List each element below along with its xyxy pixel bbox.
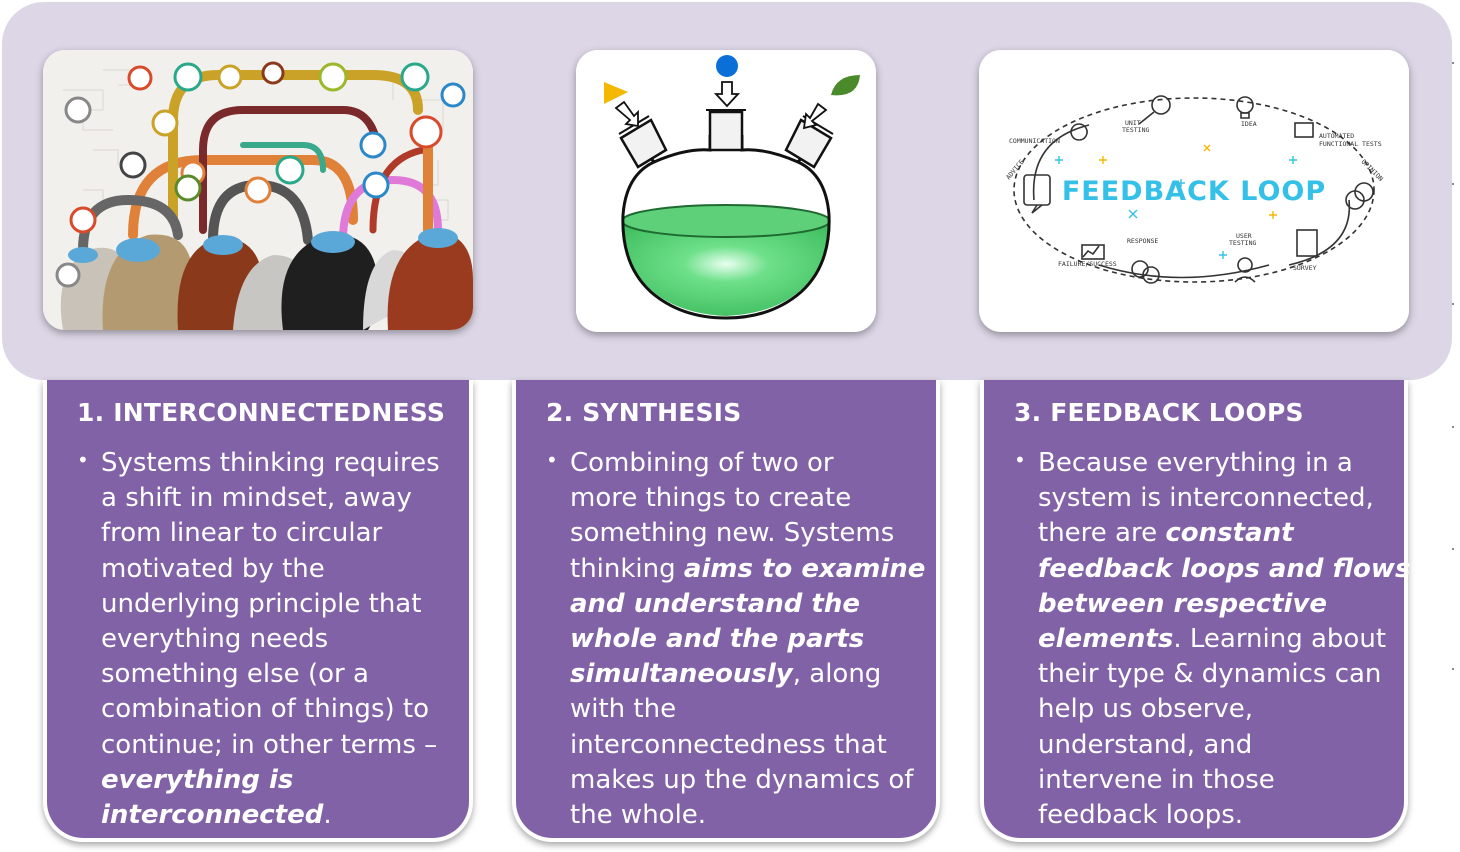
bullet-icon: • [77,448,89,472]
label-failure: FAILURE/SUCCESS [1058,260,1117,268]
body-line: understand, and [1038,729,1253,760]
card-title: 1. INTERCONNECTEDNESS [77,398,446,427]
body-line: Systems thinking requires [101,448,440,478]
three-neck-flask-icon [576,50,876,332]
emphasis-line: everything is [101,764,294,795]
emphasis-text: elements [1038,624,1174,655]
label-user-2: TESTING [1229,239,1256,247]
bullet-icon: • [1014,448,1026,472]
body-line: with the [570,694,677,725]
card-feedback-loops: 3. FEEDBACK LOOPS • Because everything i… [980,380,1410,842]
feedback-loop-image: FEEDBACK LOOP COMMUNICATION UNIT TESTING… [979,50,1409,332]
body-line: underlying principle that [101,588,422,619]
label-unit-2: TESTING [1122,126,1149,134]
label-automated-1: AUTOMATED [1319,132,1354,140]
body-text: . Learning about [1173,624,1387,655]
card-interconnectedness: 1. INTERCONNECTEDNESS • Systems thinking… [43,380,473,842]
card-title: 3. FEEDBACK LOOPS [1014,398,1304,427]
label-communication: COMMUNICATION [1009,137,1060,145]
feedback-loop-title: FEEDBACK LOOP [1062,176,1326,207]
synthesis-image [576,50,876,332]
body-text: . [323,800,332,831]
body-text: , along [792,659,882,690]
card-title: 2. SYNTHESIS [546,398,742,427]
label-unit-1: UNIT [1125,119,1141,127]
body-line: help us observe, [1038,694,1254,725]
label-user-1: USER [1236,232,1252,240]
label-automated-2: FUNCTIONAL TESTS [1319,140,1382,148]
body-line: motivated by the [101,553,325,584]
body-line: feedback loops. [1038,800,1244,831]
label-idea: IDEA [1241,120,1257,128]
card-body: Systems thinking requires a shift in min… [101,446,440,833]
emphasis-line: feedback loops and flows [1038,553,1411,584]
interconnectedness-image [43,50,473,330]
bullet-icon: • [546,448,558,472]
label-survey: SURVEY [1293,264,1317,272]
emphasis-line: whole and the parts [570,624,865,655]
emphasis-text: interconnected [101,800,324,831]
emphasis-line: and understand the [570,588,860,619]
card-body: Because everything in a system is interc… [1038,446,1410,833]
body-text: thinking [570,553,684,584]
body-line: a shift in mindset, away [101,483,412,514]
body-line: makes up the dynamics of [570,764,914,795]
body-line: Because everything in a [1038,448,1353,478]
body-line: combination of things) to [101,694,429,725]
body-line: continue; in other terms – [101,729,438,760]
body-line: from linear to circular [101,518,383,549]
body-text: there are [1038,518,1166,549]
body-line: something else (or a [101,659,369,690]
interconnected-heads-icon [43,50,473,330]
label-response: RESPONSE [1127,237,1158,245]
body-line: their type & dynamics can [1038,659,1382,690]
body-line: system is interconnected, [1038,483,1374,514]
body-line: intervene in those [1038,764,1275,795]
body-line: everything needs [101,624,329,655]
body-line: the whole. [570,800,707,831]
emphasis-text: constant [1165,518,1294,549]
body-line: something new. Systems [570,518,895,549]
emphasis-text: aims to examine [683,553,926,584]
card-synthesis: 2. SYNTHESIS • Combining of two or more … [512,380,940,842]
emphasis-line: between respective [1038,588,1328,619]
body-line: Combining of two or [570,448,834,478]
body-line: more things to create [570,483,852,514]
feedback-loop-diagram-icon: FEEDBACK LOOP COMMUNICATION UNIT TESTING… [979,50,1409,332]
emphasis-text: simultaneously [570,659,793,690]
card-body: Combining of two or more things to creat… [570,446,925,833]
body-line: interconnectedness that [570,729,887,760]
